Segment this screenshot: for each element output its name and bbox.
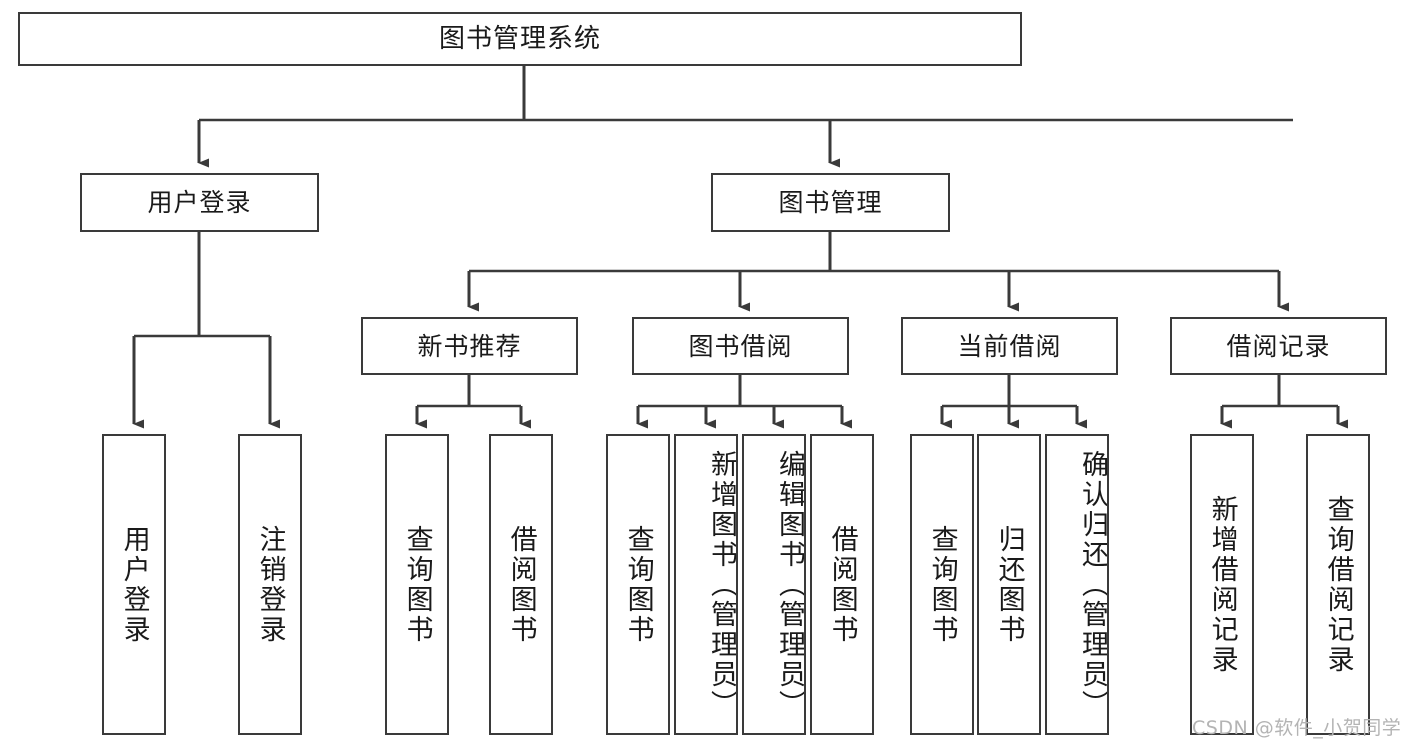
leaf-logout[interactable]: 注销登录 <box>238 434 302 735</box>
leaf-query-borrow-record[interactable]: 查询借阅记录 <box>1306 434 1370 735</box>
node-borrow-records[interactable]: 借阅记录 <box>1170 317 1387 375</box>
node-book-management[interactable]: 图书管理 <box>711 173 950 232</box>
node-new-book-recommendation[interactable]: 新书推荐 <box>361 317 578 375</box>
leaf-query-books-recommend[interactable]: 查询图书 <box>385 434 449 735</box>
leaf-query-books-current[interactable]: 查询图书 <box>910 434 974 735</box>
csdn-watermark: CSDN @软件_小贺同学 <box>1192 717 1402 739</box>
leaf-add-borrow-record[interactable]: 新增借阅记录 <box>1190 434 1254 735</box>
leaf-borrow-books-recommend[interactable]: 借阅图书 <box>489 434 553 735</box>
leaf-user-login[interactable]: 用户登录 <box>102 434 166 735</box>
leaf-confirm-return-admin[interactable]: 确认归还（管理员） <box>1045 434 1109 735</box>
leaf-borrow-books[interactable]: 借阅图书 <box>810 434 874 735</box>
leaf-edit-book-admin[interactable]: 编辑图书（管理员） <box>742 434 806 735</box>
leaf-add-book-admin[interactable]: 新增图书（管理员） <box>674 434 738 735</box>
node-root-book-management-system[interactable]: 图书管理系统 <box>18 12 1022 66</box>
node-current-borrowing[interactable]: 当前借阅 <box>901 317 1118 375</box>
node-user-login[interactable]: 用户登录 <box>80 173 319 232</box>
node-book-borrowing[interactable]: 图书借阅 <box>632 317 849 375</box>
leaf-return-books[interactable]: 归还图书 <box>977 434 1041 735</box>
leaf-query-books-borrow[interactable]: 查询图书 <box>606 434 670 735</box>
